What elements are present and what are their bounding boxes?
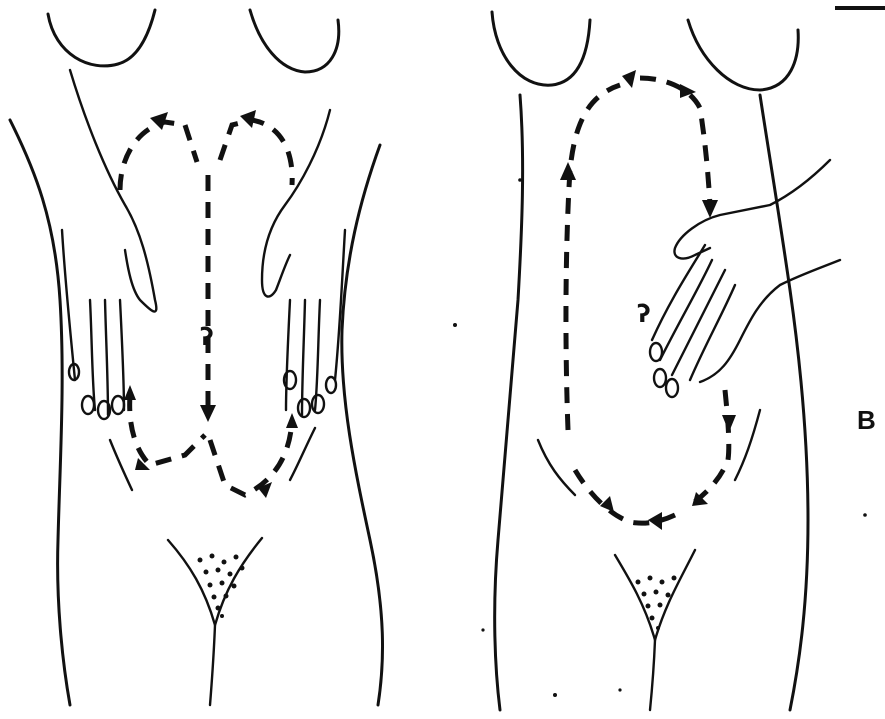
right-arrow-down-lower bbox=[722, 415, 736, 432]
left-massage-path-top-right bbox=[220, 120, 292, 185]
left-breast-right bbox=[250, 10, 339, 72]
left-torso-left-side bbox=[10, 120, 70, 705]
left-fingernail-8 bbox=[326, 377, 336, 393]
right-breast-left bbox=[492, 12, 590, 85]
right-fingernail-1 bbox=[650, 343, 662, 361]
right-massage-path-top bbox=[640, 78, 710, 205]
right-arrow-bottom bbox=[648, 512, 662, 530]
left-fingernail-6 bbox=[298, 399, 310, 417]
left-fingernail-1 bbox=[82, 396, 94, 414]
left-arm-right bbox=[262, 110, 330, 297]
left-massage-path-bottom-left bbox=[130, 395, 205, 465]
right-torso-right-side bbox=[760, 95, 808, 710]
left-fingernail-7 bbox=[312, 395, 324, 413]
left-fingernail-3 bbox=[112, 396, 124, 414]
left-arm-left bbox=[70, 70, 156, 312]
left-breast-left bbox=[48, 10, 155, 66]
right-massage-path-left bbox=[566, 85, 620, 430]
right-torso-left-side bbox=[495, 95, 523, 710]
left-arrow-up-left bbox=[124, 385, 136, 400]
right-hip-crease-right bbox=[735, 410, 760, 480]
left-arrow-up-right bbox=[286, 413, 298, 428]
right-arrow-bottom-left bbox=[600, 496, 614, 512]
right-pubic-area bbox=[615, 550, 695, 640]
left-navel-mark: ʔ bbox=[200, 323, 214, 351]
left-massage-path-top-left bbox=[120, 122, 197, 190]
panel-label-b: B bbox=[857, 405, 876, 436]
left-leg-gap bbox=[210, 625, 215, 705]
right-breast-right bbox=[688, 20, 798, 90]
right-arrow-up-left bbox=[560, 162, 576, 180]
right-figure: ʔ bbox=[492, 12, 840, 710]
left-arrow-top-right bbox=[240, 110, 256, 128]
right-massage-path-right bbox=[690, 390, 729, 505]
right-fingernail-2 bbox=[654, 369, 666, 387]
left-hip-crease-left bbox=[110, 440, 132, 490]
right-fingernail-3 bbox=[666, 379, 678, 397]
left-arrow-center bbox=[200, 405, 216, 422]
left-massage-path-bottom-right bbox=[210, 420, 292, 495]
right-arm bbox=[674, 160, 830, 259]
left-hand-left bbox=[62, 230, 124, 415]
left-hip-crease-right bbox=[290, 428, 315, 480]
left-figure: ʔ bbox=[10, 10, 383, 705]
right-leg-gap bbox=[650, 640, 655, 710]
right-navel-mark: ʔ bbox=[637, 300, 651, 328]
right-hand-fingers bbox=[652, 245, 735, 380]
left-torso-right-side bbox=[342, 145, 383, 705]
left-pubic-area bbox=[168, 538, 262, 625]
right-hip-crease-left bbox=[538, 440, 575, 495]
right-arrow-top bbox=[622, 70, 636, 88]
